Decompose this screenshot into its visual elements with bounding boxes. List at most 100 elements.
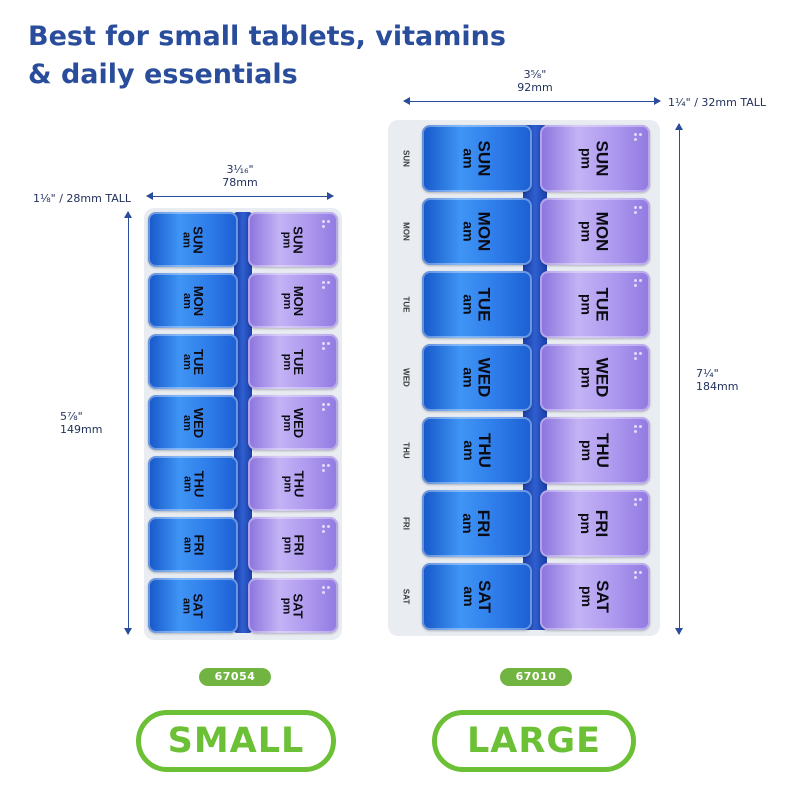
braille-dot <box>634 133 637 136</box>
pm-label: pm <box>578 294 595 315</box>
day-label: TUE <box>291 348 306 375</box>
small-width-mm: 78mm <box>222 176 258 189</box>
braille-dot <box>327 525 330 528</box>
headline: Best for small tablets, vitamins & daily… <box>28 18 588 94</box>
small-size-badge: SMALL <box>136 710 336 772</box>
braille-dot <box>322 347 325 350</box>
day-label: FRI <box>592 509 612 538</box>
braille-dot <box>327 281 330 284</box>
day-label: SAT <box>474 580 494 613</box>
day-label: SAT <box>592 580 612 613</box>
day-label: TUE <box>592 287 612 322</box>
braille-dot <box>322 586 325 589</box>
small-length-mm: 149mm <box>60 423 103 436</box>
large-side-day-label: WED <box>401 367 411 387</box>
braille-dot <box>327 342 330 345</box>
day-label: WED <box>191 407 206 438</box>
braille-dot <box>634 352 637 355</box>
large-side-day-label: SUN <box>401 149 411 167</box>
braille-dot <box>634 503 637 506</box>
pm-label: pm <box>578 439 595 461</box>
large-width-arrow <box>403 97 661 105</box>
day-label: SAT <box>190 592 206 619</box>
braille-dot <box>639 571 642 574</box>
day-label: SAT <box>290 592 306 619</box>
braille-dot <box>322 286 325 289</box>
braille-dot <box>639 279 642 282</box>
large-length-mm: 184mm <box>696 380 739 393</box>
day-label: WED <box>592 357 612 398</box>
am-label: am <box>181 475 193 492</box>
day-label: THU <box>291 470 306 497</box>
am-label: am <box>460 440 477 461</box>
day-label: MON <box>291 285 306 316</box>
large-side-day-label: FRI <box>401 516 411 530</box>
braille-dot <box>634 138 637 141</box>
small-length-arrow <box>124 211 132 635</box>
braille-dot <box>634 206 637 209</box>
braille-dot <box>327 586 330 589</box>
large-side-day-label: MON <box>401 221 411 241</box>
am-label: am <box>180 536 193 553</box>
day-label: TUE <box>191 348 206 375</box>
braille-dot <box>322 281 325 284</box>
large-model-code: 67010 <box>500 668 572 686</box>
small-center-hinge <box>234 212 252 633</box>
pm-label: pm <box>578 148 595 169</box>
braille-dot <box>322 525 325 528</box>
braille-dot <box>322 530 325 533</box>
day-label: FRI <box>190 534 206 555</box>
headline-line-1: Best for small tablets, vitamins <box>28 21 506 52</box>
large-tall-label: 1¼" / 32mm TALL <box>668 96 766 109</box>
day-label: THU <box>592 433 612 468</box>
large-width-dimension: 3⅝" 92mm <box>500 68 570 94</box>
day-label: FRI <box>290 534 306 555</box>
small-length-dimension: 5⅞" 149mm <box>60 410 120 436</box>
headline-line-2: & daily essentials <box>28 59 298 90</box>
braille-dot <box>634 211 637 214</box>
day-label: MON <box>592 211 612 252</box>
braille-dot <box>327 464 330 467</box>
day-label: THU <box>191 470 206 497</box>
braille-dot <box>322 408 325 411</box>
day-label: SUN <box>190 225 206 254</box>
day-label: SUN <box>592 140 612 177</box>
am-label: am <box>460 294 477 315</box>
braille-dot <box>634 430 637 433</box>
large-length-arrow <box>675 123 683 635</box>
day-label: WED <box>474 357 494 398</box>
small-width-dimension: 3¹⁄₁₆" 78mm <box>205 163 275 189</box>
braille-dot <box>639 206 642 209</box>
day-label: SUN <box>290 225 306 254</box>
day-label: MON <box>474 211 494 252</box>
braille-dot <box>634 425 637 428</box>
braille-dot <box>322 220 325 223</box>
day-label: MON <box>191 285 206 316</box>
braille-dot <box>634 498 637 501</box>
pm-label: pm <box>280 536 293 553</box>
large-side-day-label: TUE <box>401 296 411 312</box>
